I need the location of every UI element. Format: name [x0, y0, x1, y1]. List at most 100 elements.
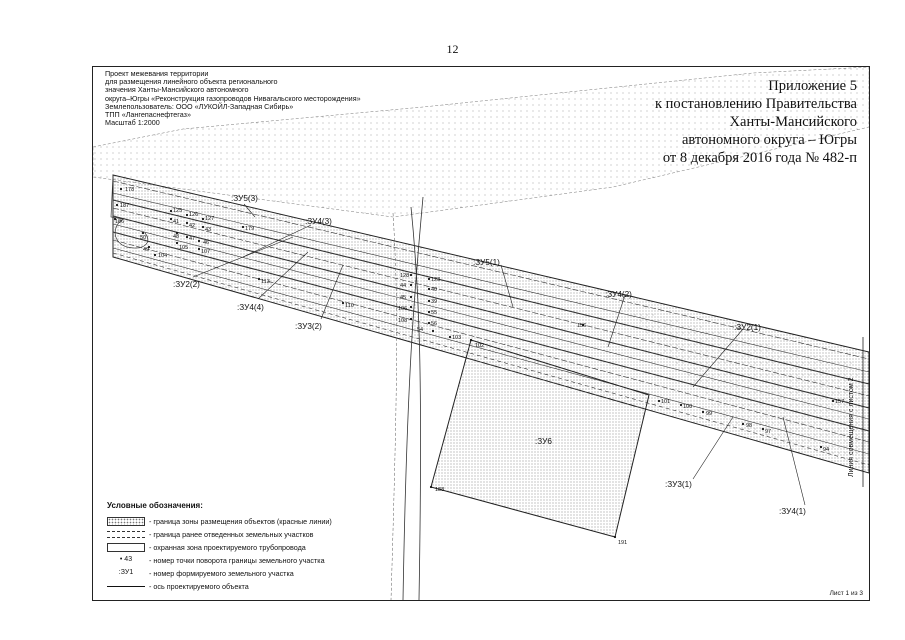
legend-row: • 43 - номер точки поворота границы земе… — [107, 554, 332, 567]
header-line: Масштаб 1:2000 — [105, 118, 160, 128]
legend-row: - граница зоны размещения объектов (крас… — [107, 515, 332, 528]
protection-zone-symbol — [107, 543, 145, 552]
point-label: 40 — [431, 287, 437, 293]
point-label: 102 — [475, 343, 484, 349]
project-header: Проект межевания территории для размещен… — [105, 69, 361, 128]
header-line: ТПП «Лангепаснефтегаз» — [105, 110, 191, 120]
point-label: 187 — [120, 203, 129, 209]
parcel-labels: :ЗУ5(3) :ЗУ4(3) :ЗУ2(2) :ЗУ4(4) :ЗУ3(2) … — [173, 194, 806, 516]
match-line-label: Линия совмещения с листом 2 — [848, 377, 855, 477]
appendix-block: Приложение 5 к постановлению Правительст… — [655, 77, 857, 167]
appendix-line: Приложение 5 — [768, 78, 857, 94]
map-sheet: 178 187 186 125 126 127 41 42 43 179 50 … — [92, 66, 870, 601]
point-label: 123 — [431, 277, 440, 283]
parcel-label-zu4-3: :ЗУ4(3) — [305, 217, 332, 226]
point-label: 188 — [435, 487, 444, 493]
appendix-line: автономного округа – Югры — [681, 132, 857, 148]
header-line: для размещения линейного объекта региона… — [105, 77, 278, 87]
point-label: 45 — [400, 295, 406, 301]
point-label: 55 — [431, 310, 437, 316]
left-boundary-corner — [110, 174, 124, 220]
sheet-number: Лист 1 из 3 — [829, 590, 863, 597]
parcel-label-zu4-4: :ЗУ4(4) — [237, 303, 264, 312]
leader-lines — [192, 203, 806, 506]
point-label: 113 — [261, 279, 270, 285]
appendix-line: к постановлению Правительства — [655, 96, 857, 112]
prior-parcel-boundary-symbol — [107, 531, 145, 538]
parcel-label-zu2-1: :ЗУ2(1) — [734, 323, 761, 332]
point-label: 99 — [706, 411, 712, 417]
point-label: 47 — [189, 236, 195, 242]
left-boundary-loop — [114, 218, 149, 249]
point-label: 101 — [661, 399, 670, 405]
point-label: 100 — [683, 404, 692, 410]
parcel-number-symbol: :ЗУ1 — [118, 569, 134, 576]
header-line: Проект межевания территории — [105, 69, 209, 78]
point-labels: 178 187 186 125 126 127 41 42 43 179 50 … — [115, 187, 844, 546]
point-label: 94 — [823, 447, 829, 453]
legend-text: - номер формируемого земельного участка — [149, 569, 294, 578]
header-line: значения Ханты-Мансийского автономного — [105, 85, 249, 95]
point-label: 103 — [452, 335, 461, 341]
point-label: 128 — [400, 273, 409, 279]
point-label: 108 — [398, 318, 407, 324]
parcel-label-zu4-1: :ЗУ4(1) — [779, 507, 806, 516]
object-axis-symbol — [107, 586, 145, 587]
road-right-edge — [410, 206, 421, 600]
road-shoulder — [390, 212, 397, 600]
background-parcel-top — [93, 67, 869, 218]
point-label: 110 — [345, 303, 354, 309]
parcel-label-zu5-1: :ЗУ5(1) — [473, 258, 500, 267]
legend-row: - граница ранее отведенных земельных уча… — [107, 528, 332, 541]
turning-points — [113, 187, 835, 539]
point-label: 49 — [143, 247, 149, 253]
legend-row: - ось проектируемого объекта — [107, 580, 332, 593]
point-label: 186 — [115, 219, 124, 225]
appendix-line: от 8 декабря 2016 года № 482-п — [662, 150, 857, 166]
header-line: округа–Югры «Реконструкция газопроводов … — [105, 93, 361, 103]
legend-row: - охранная зона проектируемого трубопров… — [107, 541, 332, 554]
point-label: 106 — [398, 306, 407, 312]
point-label: 56 — [431, 321, 437, 327]
point-label: 39 — [431, 299, 437, 305]
point-label: 157 — [835, 399, 844, 405]
point-label: 191 — [618, 540, 627, 546]
corridor-zone — [112, 174, 869, 474]
point-label: 156 — [577, 323, 586, 329]
point-label: 42 — [189, 223, 195, 229]
red-line-zone-symbol — [107, 517, 145, 526]
point-label: 107 — [201, 249, 210, 255]
legend-text: - граница зоны размещения объектов (крас… — [149, 517, 332, 526]
page-number: 12 — [446, 42, 459, 56]
point-label: 54 — [417, 327, 423, 333]
parcel-label-zu3-1: :ЗУ3(1) — [665, 480, 692, 489]
legend-text: - номер точки поворота границы земельног… — [149, 556, 325, 565]
point-label: 41 — [173, 219, 179, 225]
point-label: 98 — [746, 423, 752, 429]
point-label: 179 — [245, 226, 254, 232]
legend-row: :ЗУ1 - номер формируемого земельного уча… — [107, 567, 332, 580]
legend-text: - ось проектируемого объекта — [149, 582, 249, 591]
point-label: 50 — [140, 235, 146, 241]
legend-title: Условные обозначения: — [107, 501, 203, 510]
parcel-label-zu6: :ЗУ6 — [535, 437, 552, 446]
point-label: 104 — [158, 253, 167, 259]
parcel-label-zu3-2: :ЗУ3(2) — [295, 322, 322, 331]
point-label: 127 — [205, 216, 214, 222]
point-label: 105 — [179, 245, 188, 251]
parcel-label-zu5-3: :ЗУ5(3) — [231, 194, 258, 203]
point-label: 178 — [125, 187, 134, 193]
parcel-label-zu2-2: :ЗУ2(2) — [173, 280, 200, 289]
legend: Условные обозначения: - граница зоны раз… — [107, 501, 332, 593]
turning-point-symbol: • 43 — [119, 556, 133, 563]
legend-text: - граница ранее отведенных земельных уча… — [149, 530, 314, 539]
appendix-line: Ханты-Мансийского — [729, 114, 857, 130]
point-label: 48 — [173, 234, 179, 240]
point-label: 126 — [189, 212, 198, 218]
cadastral-map: 178 187 186 125 126 127 41 42 43 179 50 … — [93, 67, 869, 600]
parcel-label-zu4-2: :ЗУ4(2) — [605, 290, 632, 299]
legend-text: - охранная зона проектируемого трубопров… — [149, 543, 306, 552]
point-label: 125 — [173, 208, 182, 214]
point-label: 44 — [400, 283, 406, 289]
point-label: 43 — [205, 227, 211, 233]
